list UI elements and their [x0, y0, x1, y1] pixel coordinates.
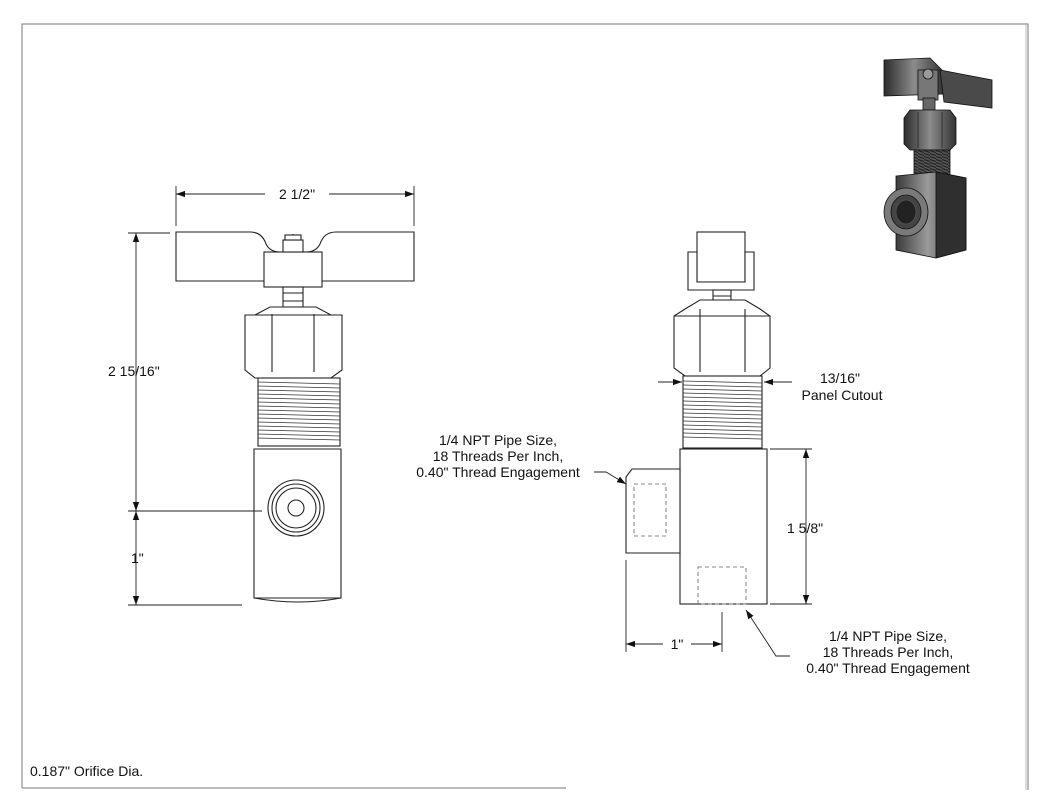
side-port-note-line-1: 1/4 NPT Pipe Size, [438, 432, 558, 448]
overall-height-dimension: 2 15/16" [108, 363, 160, 379]
handle-width-dimension: 2 1/2" [265, 186, 329, 202]
side-port-note-line-3: 0.40" Thread Engagement [416, 464, 580, 480]
side-view [625, 231, 771, 605]
panel-cutout-dimension: 13/16" [819, 370, 860, 386]
port-to-bottom-dimension: 1" [131, 550, 144, 566]
bottom-port-note-line-2: 18 Threads Per Inch, [822, 644, 954, 660]
thread-lines-front [257, 381, 341, 441]
bottom-port-note: 1/4 NPT Pipe Size, 18 Threads Per Inch, … [790, 628, 986, 676]
panel-cutout-label: Panel Cutout [801, 387, 883, 403]
bottom-port-note-line-1: 1/4 NPT Pipe Size, [828, 628, 948, 644]
bottom-port-note-line-3: 0.40" Thread Engagement [806, 660, 970, 676]
sheet-border [21, 23, 1029, 790]
thread-lines-side [682, 380, 763, 440]
front-view [175, 231, 415, 603]
body-height-dimension: 1 5/8" [787, 520, 824, 536]
side-port-offset-dimension: 1" [663, 636, 691, 652]
valve-isometric-image [883, 57, 993, 259]
side-port-note: 1/4 NPT Pipe Size, 18 Threads Per Inch, … [400, 432, 596, 480]
side-port-note-line-2: 18 Threads Per Inch, [432, 448, 564, 464]
orifice-diameter-note: 0.187" Orifice Dia. [30, 763, 144, 779]
